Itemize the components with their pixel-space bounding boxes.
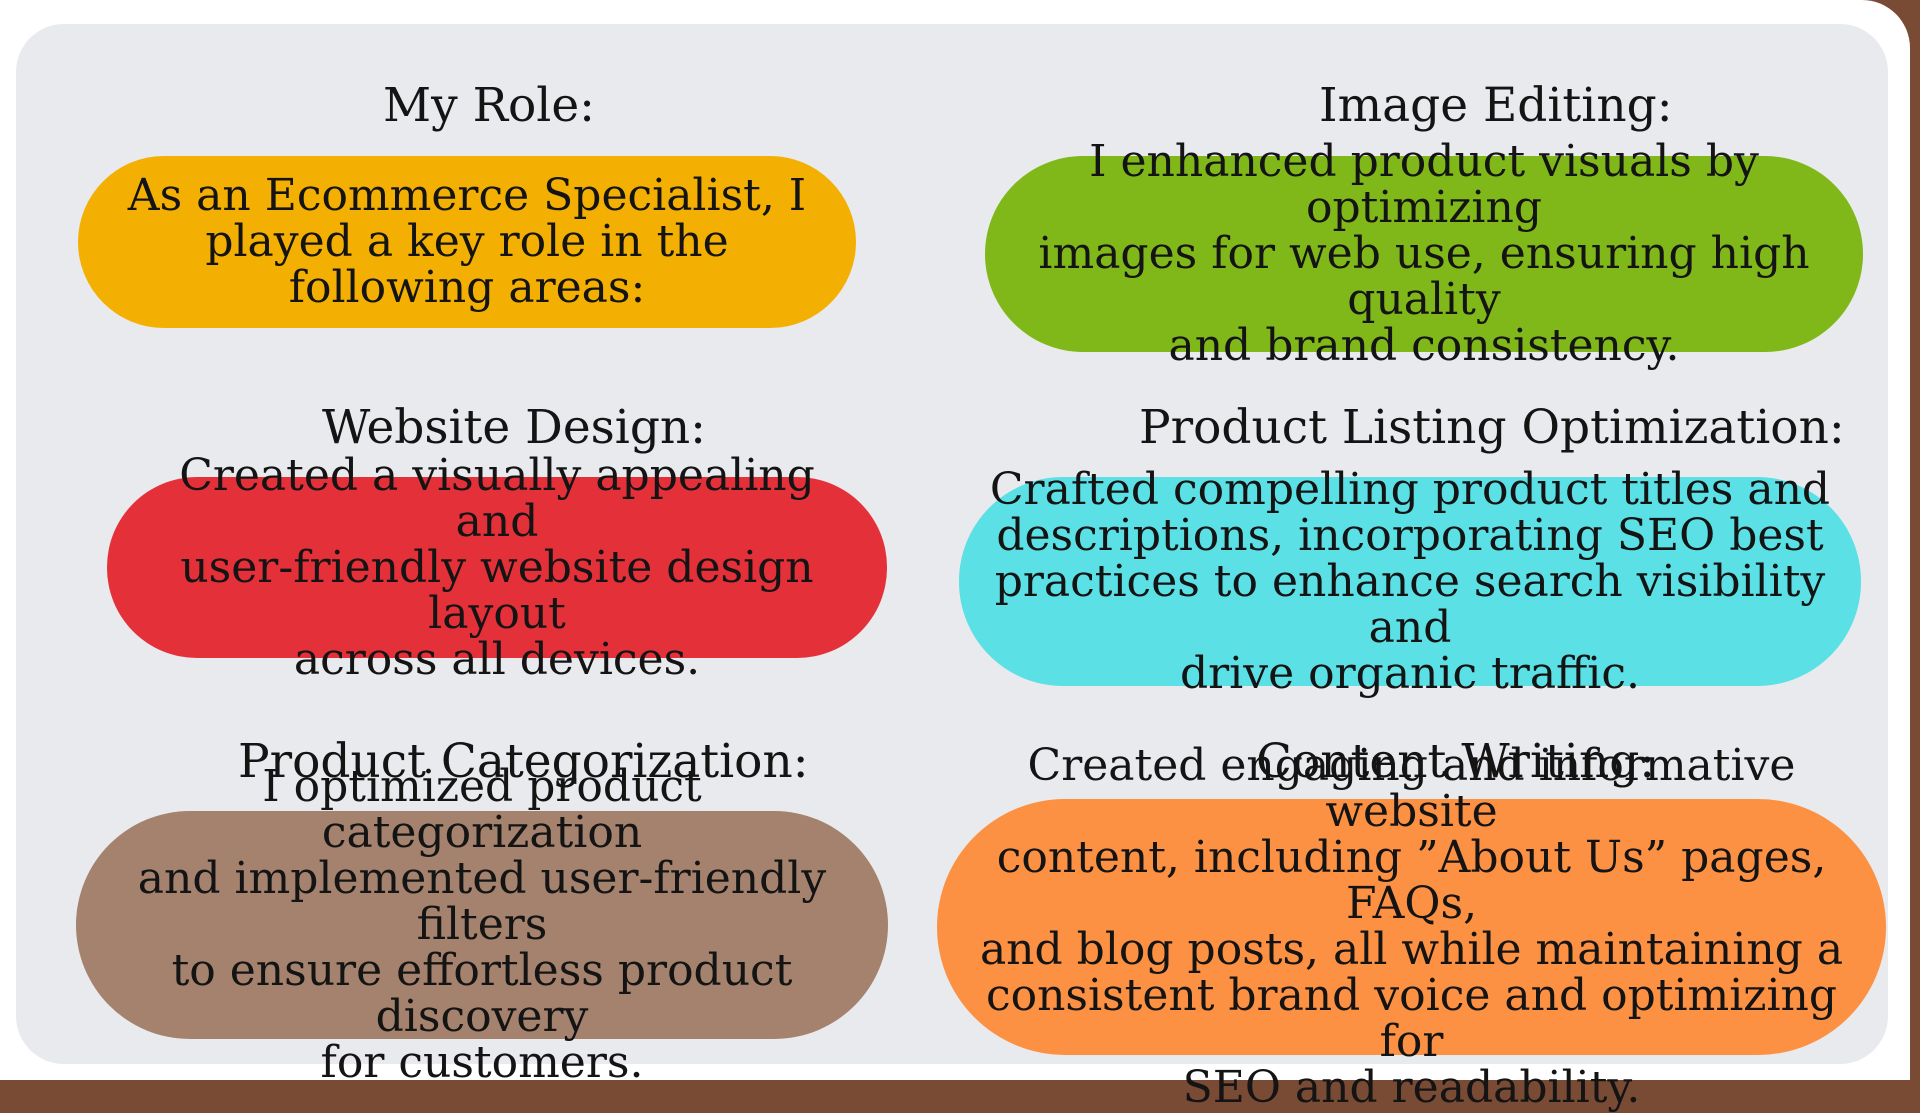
categorization-heading: Product Categorization:: [238, 734, 809, 789]
website-design-heading: Website Design:: [322, 400, 707, 455]
role-pill: As an Ecommerce Specialist, I played a k…: [78, 156, 856, 328]
listing-text: Crafted compelling product titles and de…: [989, 463, 1831, 699]
content-writing-pill: Created engaging and informative website…: [937, 743, 1886, 1111]
role-text: As an Ecommerce Specialist, I played a k…: [127, 170, 807, 313]
website-design-pill: Created a visually appealing and user-fr…: [107, 452, 887, 682]
listing-pill: Crafted compelling product titles and de…: [959, 466, 1861, 696]
website-design-text: Created a visually appealing and user-fr…: [179, 449, 815, 685]
role-heading: My Role:: [383, 78, 595, 133]
content-writing-heading: Content Writing:: [1256, 734, 1656, 789]
image-editing-pill: I enhanced product visuals by optimizing…: [985, 139, 1863, 369]
categorization-pill: I optimized product categorization and i…: [76, 764, 888, 1086]
categorization-text: I optimized product categorization and i…: [137, 761, 827, 1088]
image-editing-text: I enhanced product visuals by optimizing…: [1038, 136, 1810, 371]
content-writing-text: Created engaging and informative website…: [979, 740, 1844, 1113]
image-editing-heading: Image Editing:: [1319, 78, 1673, 133]
listing-heading: Product Listing Optimization:: [1139, 400, 1845, 455]
